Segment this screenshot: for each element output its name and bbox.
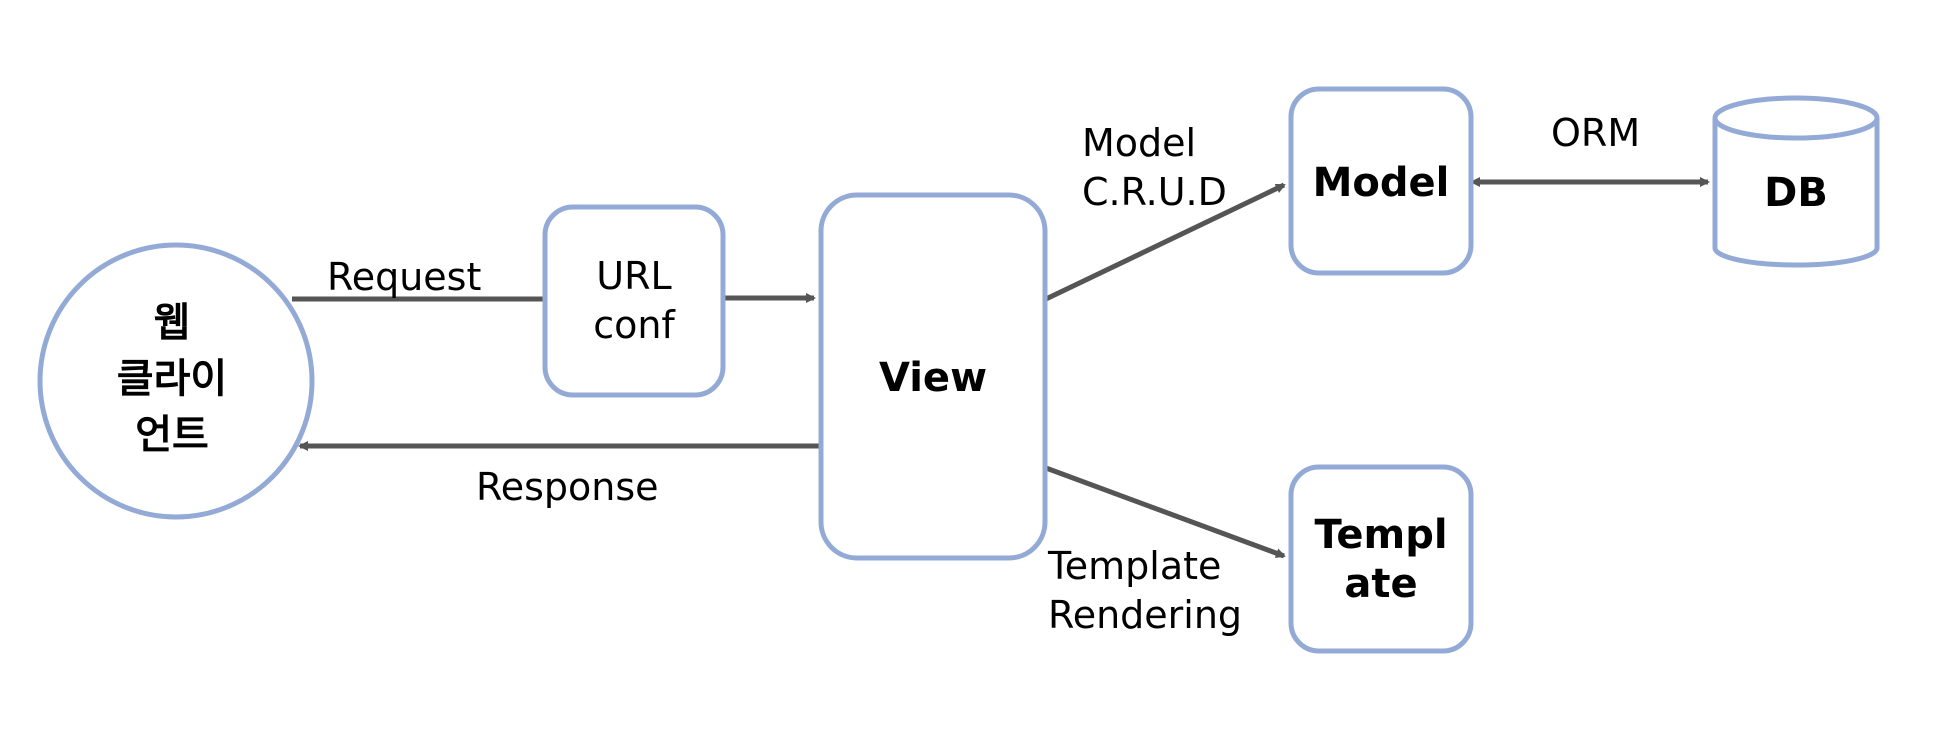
- response-label: Response: [476, 465, 659, 509]
- template-rendering-label-line1: Template: [1047, 544, 1221, 588]
- template-rendering-label-line2: Rendering: [1048, 593, 1242, 637]
- urlconf-label-line1: URL: [596, 254, 671, 298]
- web-client-label-line1: 웹: [154, 300, 191, 346]
- view-to-model-arrow: [1044, 182, 1286, 302]
- template-label-line1: Templ: [1314, 512, 1447, 558]
- db-node: DB: [1712, 95, 1880, 268]
- template-box: [1288, 464, 1474, 654]
- view-box: [818, 192, 1048, 561]
- view-to-template-arrow: [1045, 465, 1286, 559]
- template-node: Templ ate: [1288, 464, 1474, 654]
- view-node: View: [818, 192, 1048, 561]
- urlconf-box: [542, 204, 726, 398]
- model-label: Model: [1313, 160, 1450, 206]
- db-cylinder-top: [1712, 95, 1880, 141]
- urlconf-label-line2: conf: [593, 303, 676, 347]
- request-label: Request: [327, 255, 481, 299]
- model-crud-label-line2: C.R.U.D: [1082, 170, 1227, 214]
- orm-label: ORM: [1551, 111, 1640, 155]
- urlconf-node: URL conf: [542, 204, 726, 398]
- template-label-line2: ate: [1344, 561, 1417, 607]
- web-client-node: 웹 클라이 언트: [37, 242, 315, 520]
- web-client-circle: [37, 242, 315, 520]
- model-node: Model: [1288, 86, 1474, 276]
- model-crud-label-line1: Model: [1082, 121, 1196, 165]
- db-label: DB: [1764, 170, 1828, 216]
- db-cylinder-body: [1712, 118, 1880, 268]
- view-label: View: [879, 355, 987, 401]
- web-client-label-line3: 언트: [135, 412, 209, 458]
- web-client-label-line2: 클라이: [117, 356, 227, 402]
- model-box: [1288, 86, 1474, 276]
